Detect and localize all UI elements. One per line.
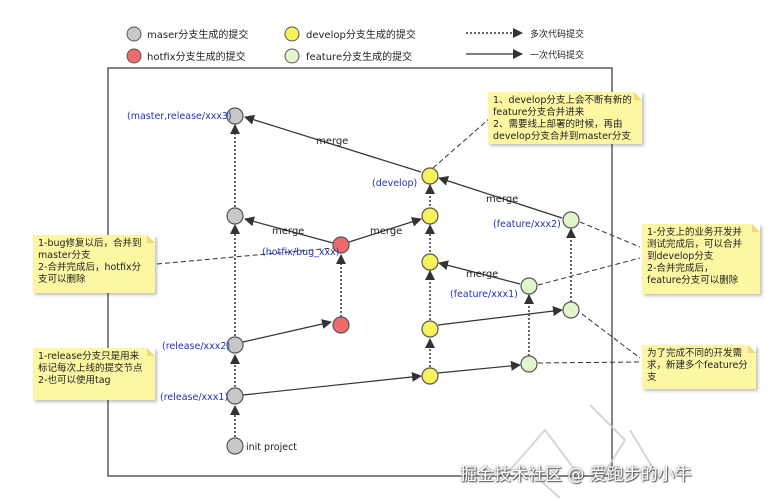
merge-label-feature2-develop: merge [486,194,518,205]
label-master-release3: (master,release/xxx3) [127,111,232,122]
label-release1: (release/xxx1) [160,392,228,403]
label-feature1: (feature/xxx1) [450,289,518,300]
legend-feature-dot [284,48,300,64]
commit-release2 [226,336,244,354]
merge-label-hotfix-master: merge [272,226,304,237]
note-hotfix: 1-bug修复以后，合并到 master分支 2-合并完成后，hotfix分 支… [33,235,155,293]
commit-hotfix-head [332,236,350,254]
pointer-feature1-new-note [537,361,641,364]
release1-to-develop [242,371,422,396]
merge-labels: merge merge merge merge merge [272,136,518,280]
legend-multi-commit-label: 多次代码提交 [530,28,584,40]
commit-develop-start [421,367,439,385]
commit-init [226,437,244,455]
merge-label-feature1-develop: merge [466,269,498,280]
label-develop: (develop) [372,178,417,189]
watermark-text: 掘金技术社区 @ 爱跑步的小牛 [460,465,692,485]
master-commits [226,107,244,455]
commit-develop-3 [421,320,439,338]
legend-hotfix-dot [126,48,142,64]
hotfix-merge-master [244,216,334,244]
develop-to-feature2 [437,306,563,326]
pointer-feature2-new-note [581,313,641,359]
label-feature2: (feature/xxx2) [493,219,561,230]
commit-feature1-start [520,355,538,373]
legend-master-label: maser分支生成的提交 [147,28,248,41]
note-feature-done: 1-分支上的业务开发并 测试完成后，可以合并 到develop分支 2-合并完成… [642,224,760,294]
legend-develop-dot [284,26,300,42]
pointer-hotfix-note [156,247,334,265]
commit-master-release3 [226,107,244,125]
legend-master-dot [126,26,142,42]
commit-release1 [226,387,244,405]
solid-connectors [242,114,563,396]
note-pointers [156,117,641,364]
hotfix-merge-develop [348,216,422,243]
merge-label-hotfix-develop: merge [370,226,402,237]
legend: maser分支生成的提交 hotfix分支生成的提交 develop分支生成的提… [126,26,584,64]
pointer-feature1-note [537,257,641,286]
dotted-connectors [230,124,576,437]
note-feature-new: 为了完成不同的开发需 求，新建多个feature分 支 [642,345,756,389]
commit-feature1-head [520,277,538,295]
legend-hotfix-label: hotfix分支生成的提交 [147,50,246,63]
commit-develop-feature1-merge [421,253,439,271]
label-release2: (release/xxx2) [162,341,230,352]
label-init-project: init project [246,442,297,453]
pointer-develop-note [432,117,491,169]
commit-develop-hotfix-merge [421,207,439,225]
label-hotfix: (hotfix/bug_xxx) [262,247,339,258]
note-release: 1-release分支只是用来 标记每次上线的提交节点 2-也可以使用tag [33,348,155,400]
hotfix-commits [332,236,350,334]
pointer-feature2-note [579,221,641,248]
feature2-merge-develop [438,176,563,219]
feature-commits [520,211,580,373]
develop-to-feature1 [437,360,521,374]
note-develop: 1、develop分支上会不断有新的 feature分支合并进来 2、需要线上部… [488,92,642,144]
commit-feature2-start [562,301,580,319]
background-watermark-strokes [509,404,661,499]
feature1-merge-develop [438,260,521,285]
merge-label-develop-master: merge [316,136,348,147]
commit-develop-head [421,167,439,185]
develop-commits [421,167,439,385]
legend-develop-label: develop分支生成的提交 [306,28,416,41]
commit-master-hotfix-merge [226,207,244,225]
release2-to-hotfix [242,319,332,343]
commit-feature2-head [562,211,580,229]
legend-feature-label: feature分支生成的提交 [306,50,412,63]
develop-merge-master [244,114,422,173]
legend-single-commit-label: 一次代码提交 [530,49,584,61]
branch-labels: (master,release/xxx3) (release/xxx2) (re… [127,111,561,403]
commit-hotfix-start [332,316,350,334]
